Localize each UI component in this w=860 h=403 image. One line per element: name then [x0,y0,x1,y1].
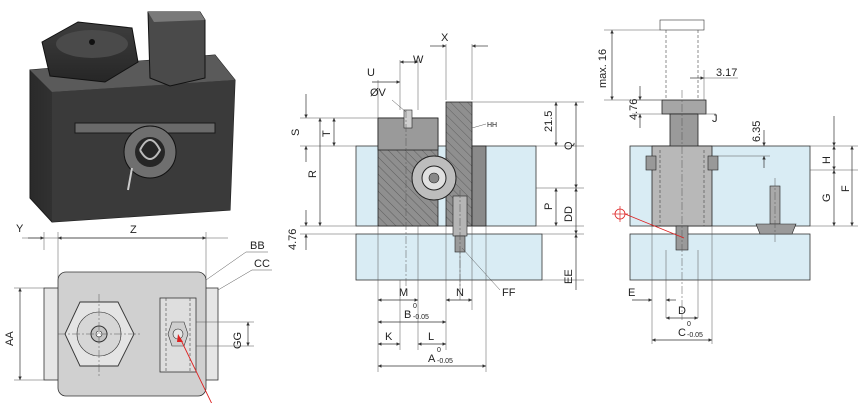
label-c-tol-up: 0 [687,321,691,328]
label-c: C [678,327,686,339]
label-l: L [428,331,434,343]
side-section-view: max. 16 3.17 4.76 J 6.35 H G F [597,19,858,344]
label-f: F [840,185,852,192]
label-b-tol-low: -0.05 [413,314,429,321]
label-g: G [821,193,833,202]
label-c-tol-low: -0.05 [687,332,703,339]
label-317: 3.17 [716,67,737,79]
label-x: X [441,32,449,44]
label-hh: HH [487,122,497,129]
label-h: H [821,156,833,164]
label-ff: FF [502,287,516,299]
label-q: Q [563,141,575,150]
label-y: Y [16,223,24,235]
label-635: 6.35 [751,121,763,142]
label-n: N [456,287,464,299]
label-b: B [404,309,411,321]
label-d: D [678,305,686,317]
label-476b: 4.76 [628,99,640,120]
label-cc: CC [254,258,270,270]
label-gg: GG [232,332,244,349]
label-t: T [321,130,333,137]
label-p: P [543,203,555,210]
label-ee: EE [563,269,575,284]
label-bb: BB [250,240,265,252]
section-view: U W X ØV S T R 4.76 HH 21.5 [287,32,584,372]
label-s: S [290,129,302,136]
label-215: 21.5 [543,111,555,132]
label-476a: 4.76 [287,229,299,250]
product-photo [29,11,236,223]
label-ov: ØV [370,87,387,99]
label-r: R [307,170,319,178]
label-z: Z [130,224,137,236]
label-j: J [712,113,718,125]
label-e: E [628,287,635,299]
top-view: Y Z BB CC AA GG [4,223,272,403]
label-aa: AA [4,331,16,346]
label-b-tol-up: 0 [413,303,417,310]
label-k: K [385,331,393,343]
label-max16: max. 16 [597,49,609,88]
label-u: U [367,67,375,79]
label-m: M [399,287,408,299]
label-a-tol-up: 0 [437,347,441,354]
label-a-tol-low: -0.05 [437,358,453,365]
label-a: A [428,353,436,365]
label-dd: DD [563,206,575,222]
label-w: W [413,54,424,66]
